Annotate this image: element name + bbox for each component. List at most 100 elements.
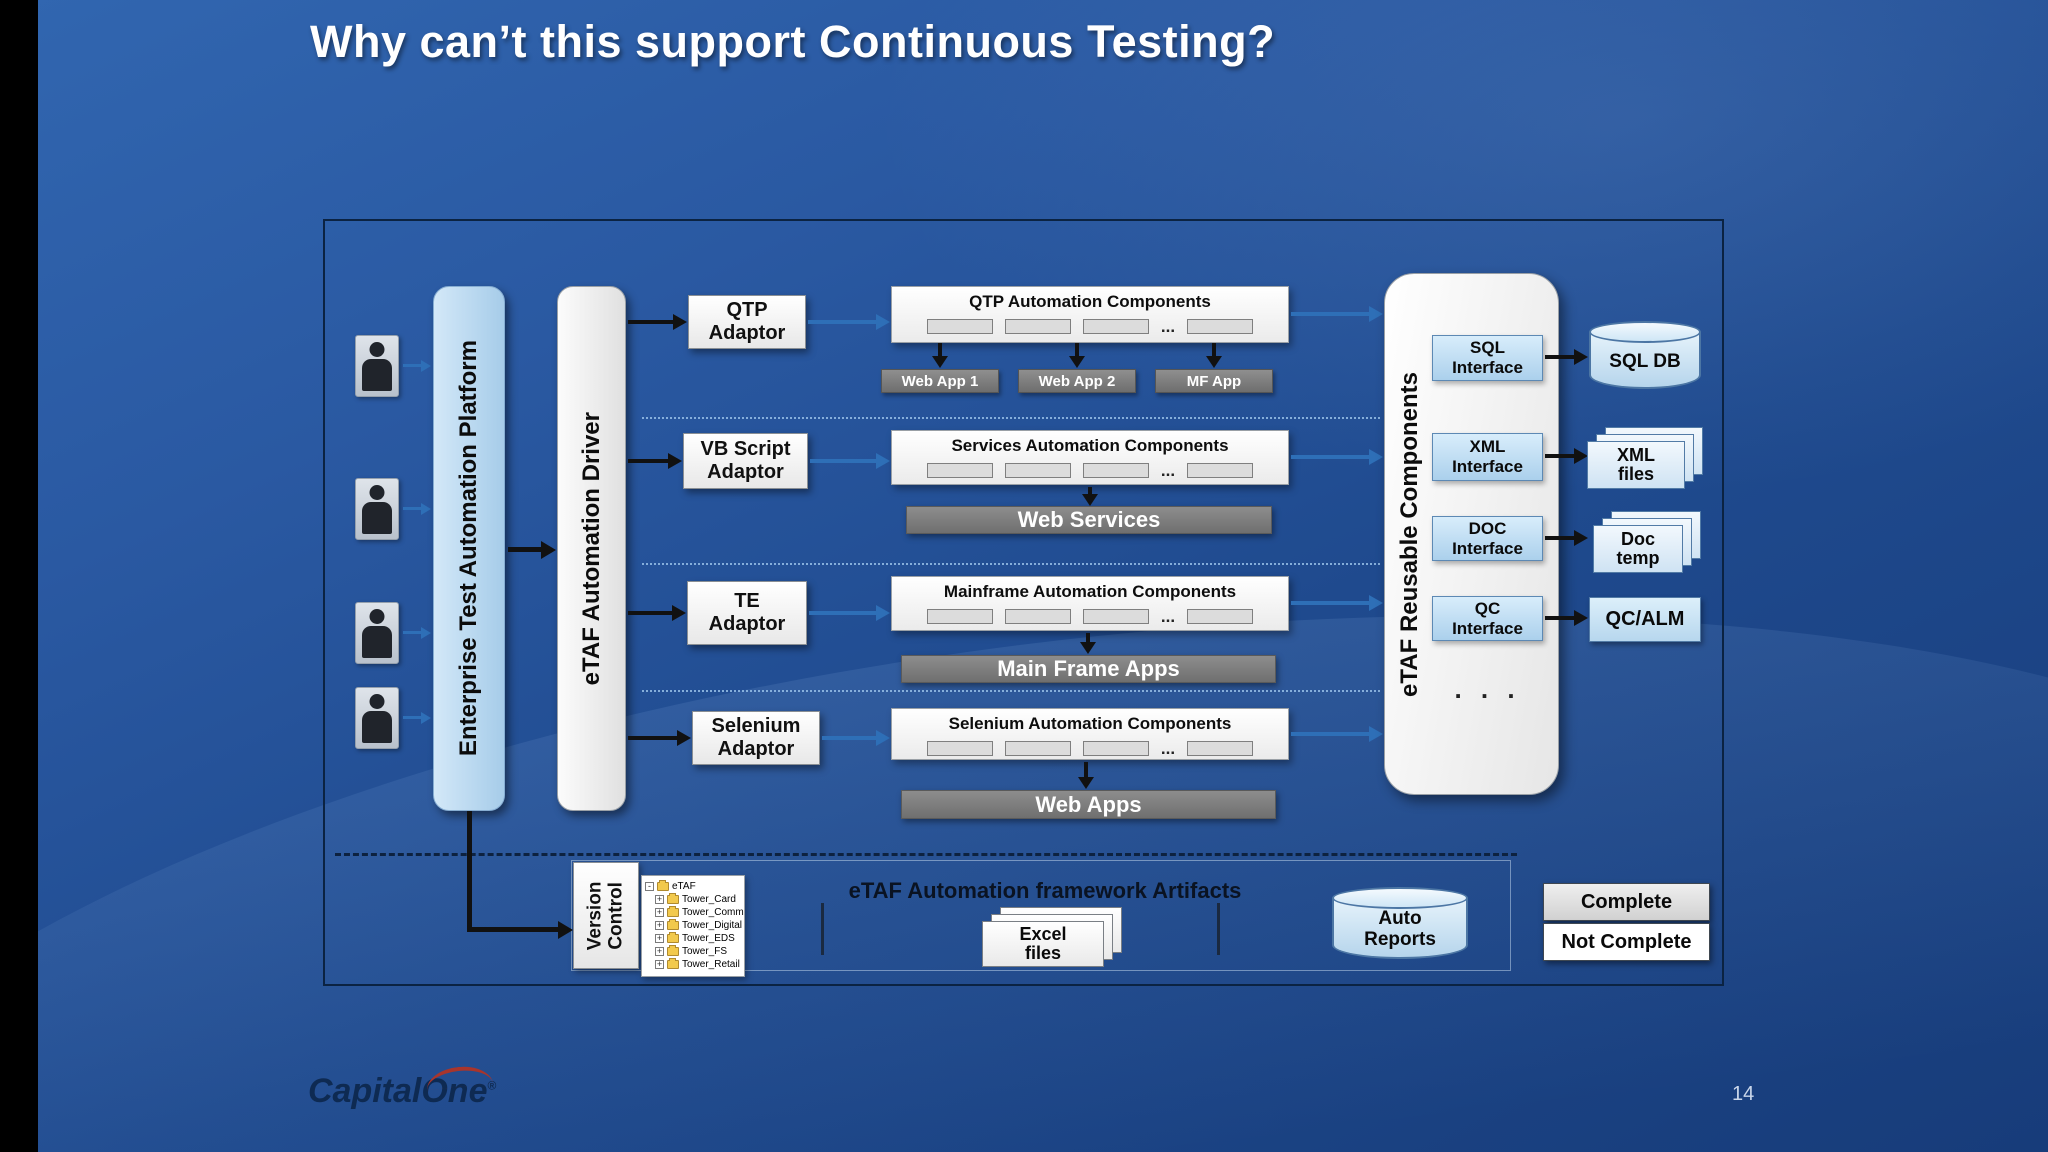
flow-arrow: [403, 716, 421, 719]
folder-icon: [667, 945, 679, 956]
flow-arrow: [628, 459, 669, 463]
cylinder-body: [1332, 898, 1468, 959]
xml-files-label: XML files: [1617, 445, 1655, 484]
logo-capital-text: Capital: [308, 1072, 422, 1110]
sql-db-label: SQL DB: [1609, 350, 1681, 372]
ellipsis: ...: [1160, 460, 1176, 480]
ellipsis: ...: [1160, 738, 1176, 758]
flow-arrow: [1291, 732, 1370, 736]
person-head: [369, 609, 385, 624]
tree-item-label: Tower_Retail: [682, 959, 740, 970]
doc-temp-label: Doc temp: [1616, 529, 1660, 568]
architecture-diagram-frame: Enterprise Test Automation Platform eTAF…: [323, 219, 1724, 986]
auto-reports-label: Auto Reports: [1364, 908, 1436, 950]
page-front: Excel files: [982, 921, 1104, 967]
doc-interface-box: DOC Interface: [1432, 516, 1543, 561]
legend-not-complete: Not Complete: [1543, 923, 1710, 961]
tree-row: - eTAF: [645, 880, 741, 893]
web-app-1-box: Web App 1: [881, 369, 999, 393]
flow-arrow: [403, 364, 421, 367]
component-placeholder: [1187, 741, 1254, 756]
adaptor-label: Selenium Adaptor: [711, 715, 801, 760]
component-placeholder: [926, 609, 993, 624]
flow-arrow: [1545, 454, 1575, 458]
flow-arrow: [809, 611, 877, 615]
flow-arrow-down: [1088, 487, 1092, 495]
te-adaptor-box: TE Adaptor: [687, 581, 807, 645]
selenium-automation-components-box: Selenium Automation Components ...: [891, 708, 1289, 760]
flow-arrow-down: [1086, 633, 1090, 643]
tree-expander-icon: +: [655, 933, 664, 943]
component-placeholder: [926, 319, 993, 334]
flow-arrow: [1291, 601, 1370, 605]
xml-interface-box: XML Interface: [1432, 433, 1543, 481]
person-torso: [362, 502, 392, 534]
interface-label: QC Interface: [1452, 598, 1523, 638]
folder-icon: [667, 958, 679, 969]
person-head: [369, 485, 385, 500]
etaf-automation-driver-box: eTAF Automation Driver: [557, 286, 626, 811]
logo-registered-mark: ®: [487, 1078, 497, 1093]
slide-edge: [0, 0, 38, 1152]
page-front: XML files: [1587, 441, 1685, 489]
components-title: Services Automation Components: [951, 436, 1229, 455]
mainframe-automation-components-box: Mainframe Automation Components ...: [891, 576, 1289, 631]
tree-row: + Tower_EDS: [655, 932, 741, 945]
qtp-automation-components-box: QTP Automation Components ...: [891, 286, 1289, 343]
doc-temp-stack: Doc temp: [1593, 511, 1701, 573]
component-placeholders: ...: [892, 318, 1288, 335]
flow-arrow: [508, 547, 542, 552]
interface-label: SQL Interface: [1452, 338, 1523, 377]
flow-arrow: [403, 631, 421, 634]
qc-alm-box: QC/ALM: [1589, 597, 1701, 642]
excel-files-stack: Excel files: [982, 907, 1122, 967]
flow-arrow: [1545, 616, 1575, 620]
tree-row: + Tower_Commercial: [655, 906, 744, 919]
interface-label: XML Interface: [1452, 437, 1523, 476]
component-placeholder: [1082, 609, 1149, 624]
component-placeholders: ...: [892, 460, 1288, 480]
dashed-separator: [335, 853, 1517, 856]
adaptor-label: TE Adaptor: [708, 590, 786, 635]
flow-arrow: [628, 736, 678, 740]
tree-item-label: Tower_EDS: [682, 933, 735, 944]
cylinder-top: [1332, 887, 1468, 909]
flow-arrow-down: [938, 343, 942, 357]
tree-item-label: Tower_Commercial: [682, 907, 744, 918]
person-torso: [362, 626, 392, 658]
flow-arrow-down: [1075, 343, 1079, 357]
component-placeholder: [1004, 609, 1071, 624]
components-title: Selenium Automation Components: [948, 714, 1232, 733]
tree-expander-icon: +: [655, 946, 664, 956]
tree-expander-icon: +: [655, 907, 664, 917]
flow-arrow: [1545, 536, 1575, 540]
component-placeholder: [1004, 319, 1071, 334]
qc-interface-box: QC Interface: [1432, 596, 1543, 641]
person-head: [369, 694, 385, 709]
folder-icon: [657, 880, 669, 891]
tree-row: + Tower_Digital: [655, 919, 742, 932]
flow-arrow: [1291, 312, 1370, 316]
adaptor-label: QTP Adaptor: [708, 299, 786, 344]
driver-label: eTAF Automation Driver: [577, 411, 605, 686]
main-frame-apps-bar: Main Frame Apps: [901, 655, 1276, 683]
sql-db-cylinder: SQL DB: [1589, 321, 1701, 389]
component-placeholders: ...: [892, 738, 1288, 758]
web-app-2-box: Web App 2: [1018, 369, 1136, 393]
page-front: Doc temp: [1593, 525, 1683, 573]
vertical-label-wrap: Enterprise Test Automation Platform: [434, 287, 504, 810]
qtp-adaptor-box: QTP Adaptor: [688, 295, 806, 349]
tree-row: + Tower_Retail: [655, 958, 741, 971]
person-icon: [355, 335, 399, 397]
person-torso: [362, 359, 392, 391]
component-placeholder: [1004, 463, 1071, 478]
folder-icon: [667, 906, 679, 917]
enterprise-test-automation-platform-box: Enterprise Test Automation Platform: [433, 286, 505, 811]
component-placeholder: [1004, 741, 1071, 756]
flow-arrow: [467, 927, 559, 932]
tree-expander-icon: -: [645, 882, 654, 891]
folder-icon: [667, 919, 679, 930]
person-icon: [355, 602, 399, 664]
component-placeholder: [1082, 319, 1149, 334]
